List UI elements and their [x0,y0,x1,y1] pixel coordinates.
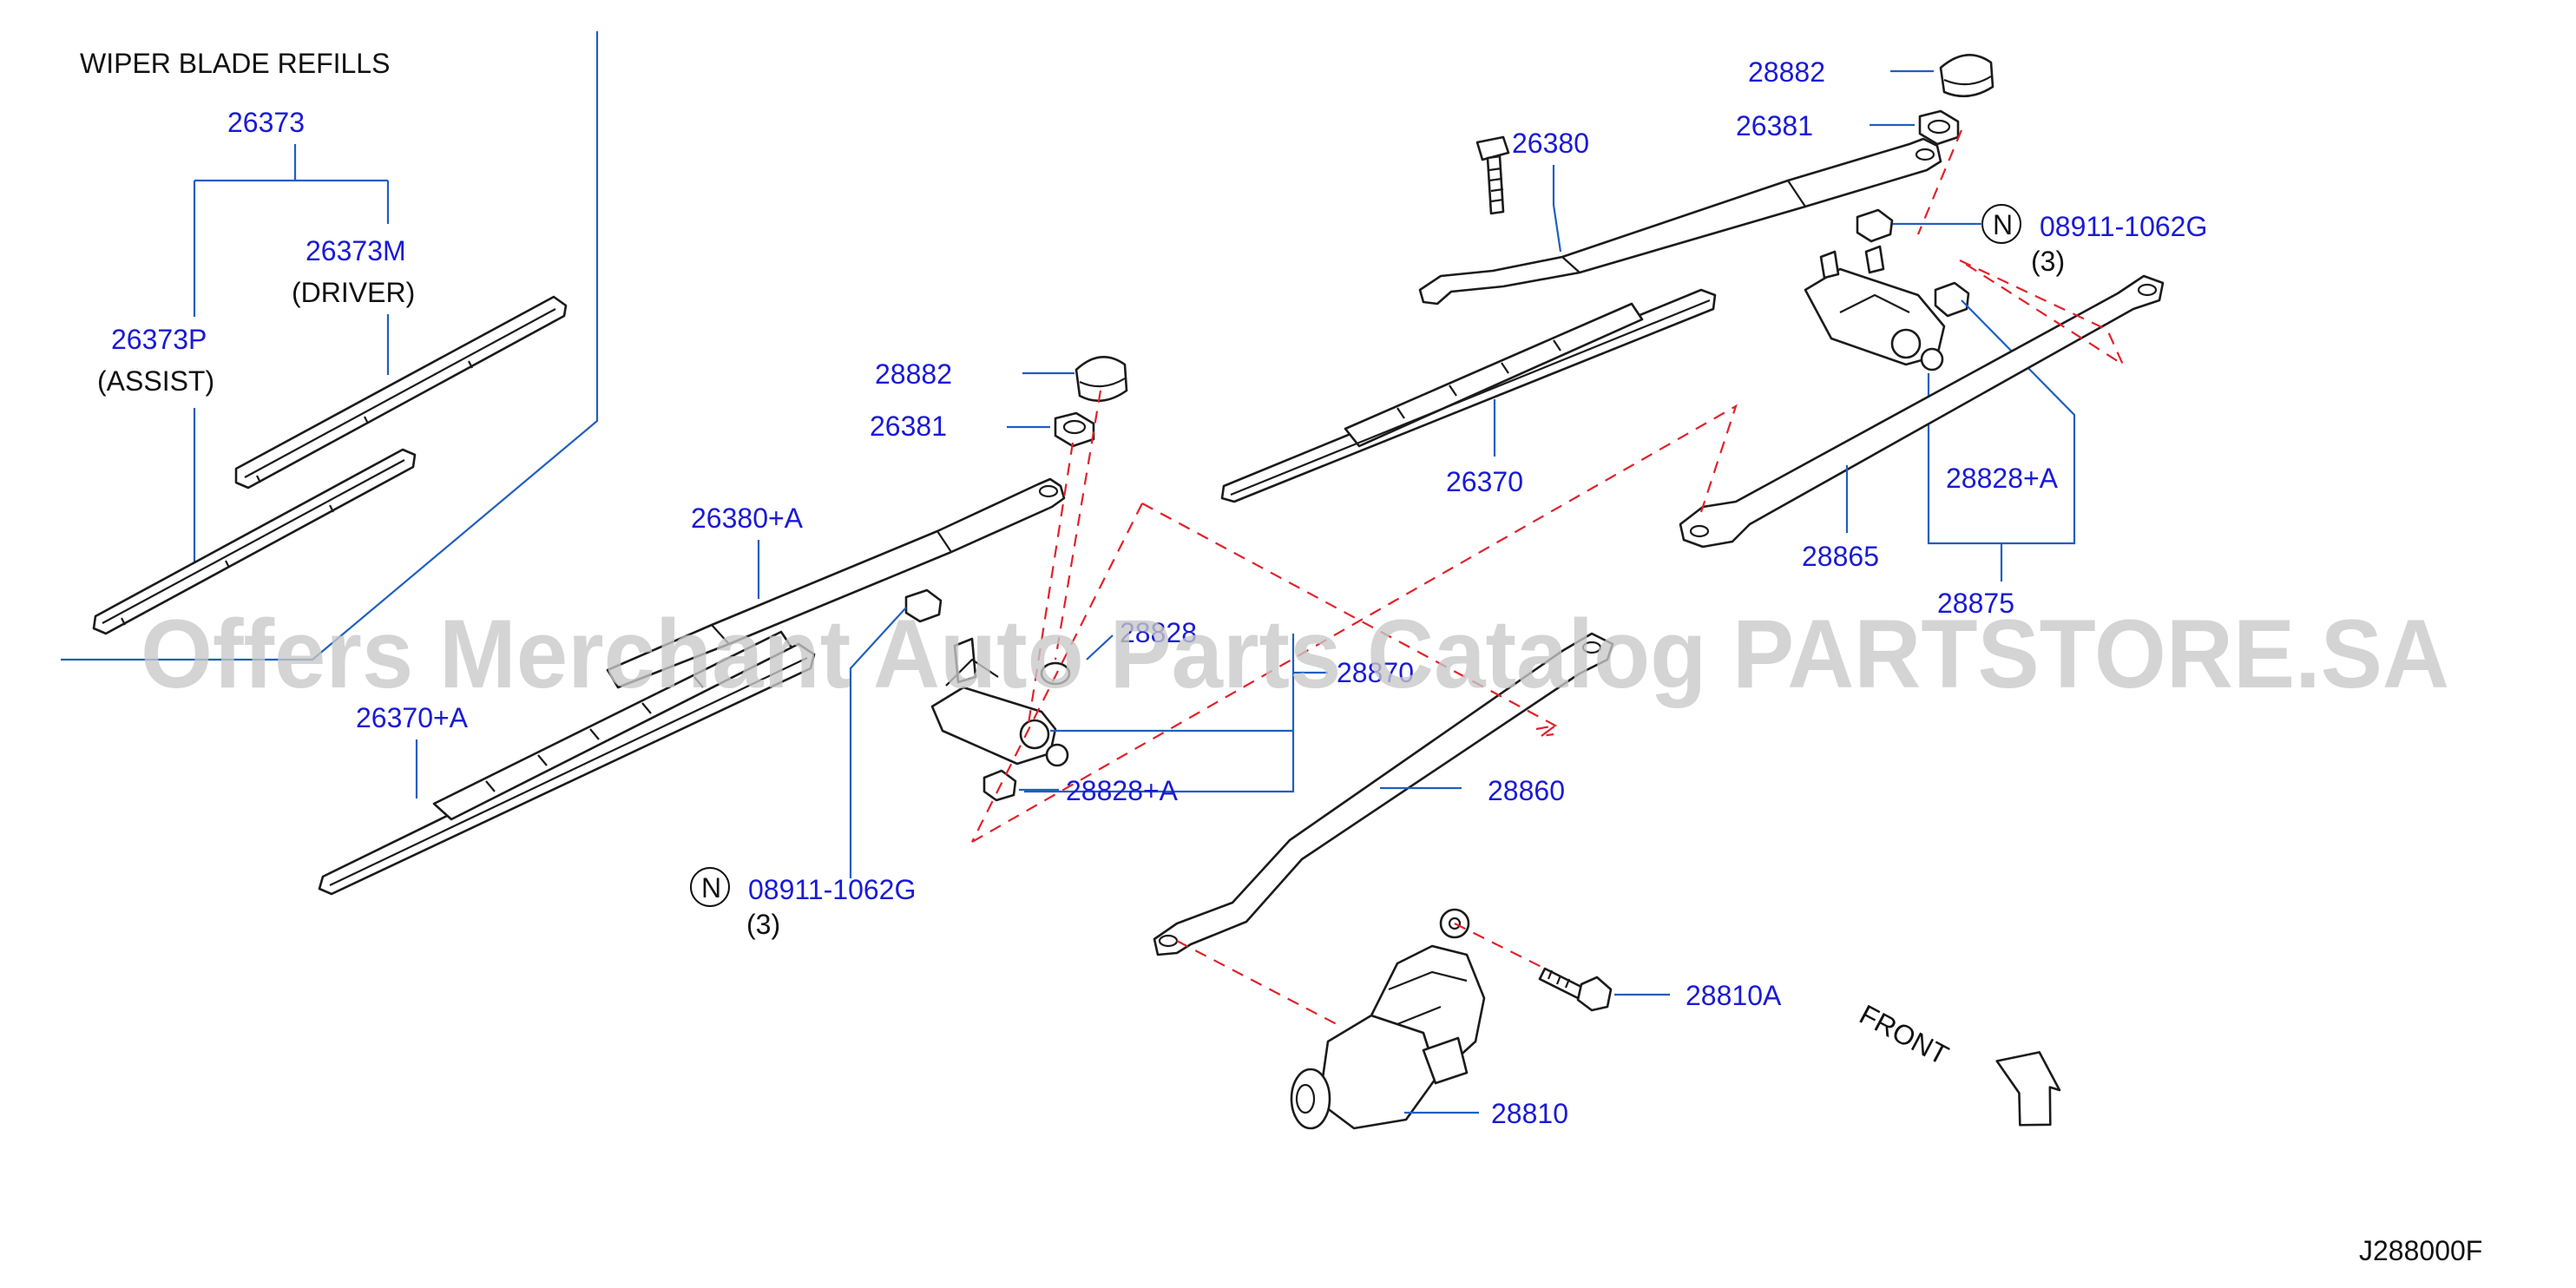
refill-strip-assist [92,448,417,635]
label-26380: 26380 [1512,128,1589,159]
pivot-28875-right [1804,245,1946,371]
label-26381-right: 26381 [1736,110,1813,141]
front-label: FRONT [1855,998,1954,1071]
pivot-28870-left [930,637,1069,767]
label-08911-right: 08911-1062G [2040,211,2207,242]
nut-26381-right [1918,109,1960,146]
label-28860: 28860 [1488,775,1565,806]
label-26373: 26373 [227,107,305,138]
label-28828-mid: 28828 [1120,617,1197,648]
label-26380a: 26380+A [691,503,804,534]
watermark: Offers Merchant Auto Parts Catalog PARTS… [141,600,2449,708]
label-26381-left: 26381 [870,411,947,442]
label-28810: 28810 [1491,1098,1568,1129]
label-qty-right: (3) [2031,246,2065,277]
wiper-blade-26370 [1220,288,1717,503]
label-n-right: N [1993,209,2013,240]
wiper-blade-26370a [318,630,816,896]
wiper-arm-26380 [1418,137,1942,306]
leader-26373 [193,144,390,317]
label-26373p: 26373P [111,324,207,355]
leader-28828-mid [1086,634,1114,660]
label-26373m: 26373M [306,235,406,266]
link-rod-28865 [1679,274,2165,549]
wiper-arm-26380a [606,477,1066,689]
label-08911-left: 08911-1062G [748,874,916,905]
leader-26380 [1552,165,1562,253]
front-arrow [1995,1051,2061,1127]
label-28882-left: 28882 [875,358,952,390]
diagram-title: WIPER BLADE REFILLS [80,48,390,79]
cap-28882-right [1939,54,1994,98]
label-driver: (DRIVER) [292,277,415,308]
label-28828a-left: 28828+A [1066,775,1179,806]
leader-08911-left [849,607,907,878]
bolt-28810a [1538,967,1613,1012]
leader-28870 [1024,634,1328,793]
nut-right-upper [1856,208,1894,243]
refill-strip-driver [234,295,568,490]
label-28828a-right: 28828+A [1946,463,2059,494]
label-n-left: N [701,872,721,904]
link-rod-28860 [1153,632,1614,956]
cap-28882-left [1074,356,1128,403]
label-28810a: 28810A [1686,980,1782,1011]
grommet-28828-mid [1040,661,1071,686]
grommet-28828a-right [1934,281,1970,318]
n-marker-left [690,867,730,907]
label-28882-right: 28882 [1748,56,1825,88]
nut-left-upper [904,588,943,623]
refills-panel-divider [61,31,599,661]
label-qty-left: (3) [746,909,780,940]
label-28865: 28865 [1802,541,1879,572]
label-26370: 26370 [1446,466,1523,497]
label-28870: 28870 [1337,657,1414,688]
diagram-code: J288000F [2359,1235,2482,1266]
nut-26381-left [1054,411,1095,448]
assembly-dashed-lines [971,129,2126,1025]
bolt-26380-right [1475,135,1510,215]
label-26370a: 26370+A [356,702,469,733]
label-assist: (ASSIST) [97,365,214,397]
label-28875: 28875 [1937,588,2014,619]
leader-28828a-right [1927,299,2076,545]
wiper-motor-28810 [1290,908,1486,1130]
